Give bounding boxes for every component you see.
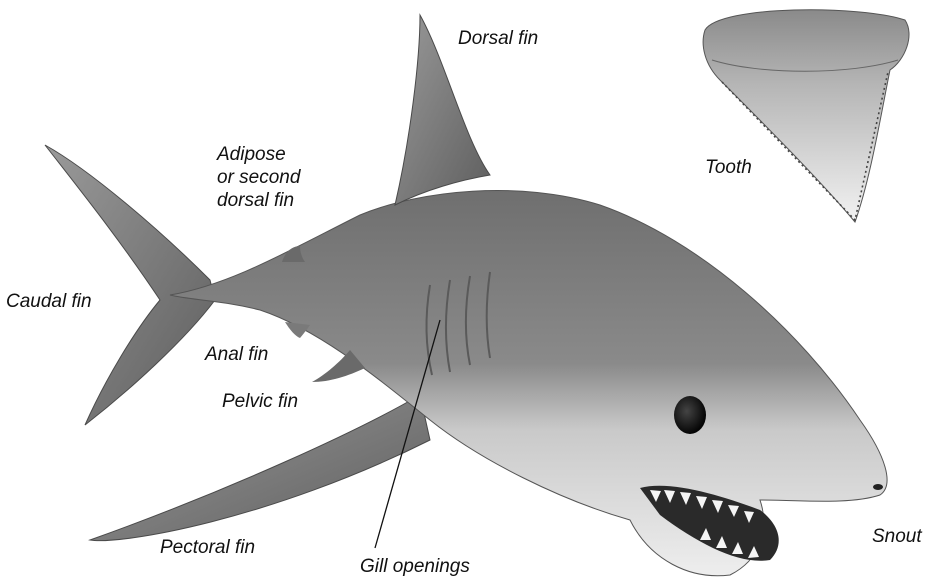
label-pelvic-fin: Pelvic fin [222, 390, 298, 413]
caudal-fin-shape [45, 145, 215, 425]
nostril-shape [873, 484, 883, 490]
label-adipose-line-1: Adipose [217, 143, 300, 166]
label-tooth: Tooth [705, 156, 752, 179]
label-caudal-fin: Caudal fin [6, 290, 92, 313]
pectoral-fin-shape [90, 395, 430, 541]
eye-shape [674, 396, 706, 434]
label-adipose-fin: Adipose or second dorsal fin [217, 143, 300, 212]
shark-body-shape [170, 191, 887, 576]
label-gill-openings: Gill openings [360, 555, 470, 578]
label-dorsal-fin: Dorsal fin [458, 27, 538, 50]
label-adipose-line-3: dorsal fin [217, 189, 300, 212]
label-snout: Snout [872, 525, 922, 548]
tooth-illustration [703, 10, 909, 222]
label-anal-fin: Anal fin [205, 343, 268, 366]
label-pectoral-fin: Pectoral fin [160, 536, 255, 559]
label-adipose-line-2: or second [217, 166, 300, 189]
